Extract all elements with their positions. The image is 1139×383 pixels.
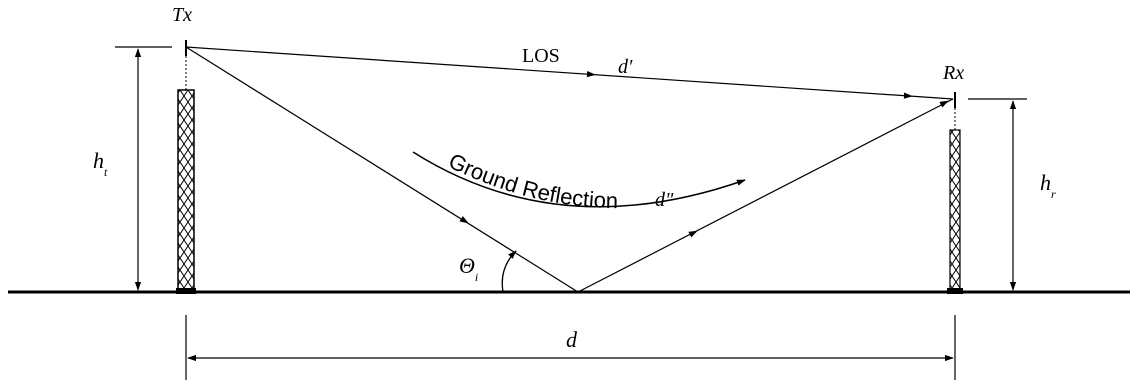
hr-subscript: r (1051, 187, 1056, 201)
hr-label: hr (1040, 170, 1056, 201)
d-label: d (566, 327, 578, 352)
theta-label: Θi (459, 253, 478, 284)
tx-label: Tx (172, 4, 192, 26)
d-prime-label: d′ (618, 56, 633, 78)
ht-label: ht (93, 148, 108, 179)
ground-reflection-curve-arrow (412, 151, 746, 208)
ht-dimension (115, 46, 172, 291)
ground-reflection-textpath: Ground Reflection (445, 148, 618, 213)
d-dimension (185, 315, 956, 380)
d-double-prime-label: d" (655, 189, 674, 211)
tx-tower (176, 40, 196, 294)
ht-subscript: t (104, 165, 108, 179)
incidence-angle-arc (501, 250, 517, 293)
hr-dimension (968, 98, 1027, 291)
theta-main: Θ (459, 253, 475, 278)
ht-main: h (93, 148, 104, 173)
rx-label: Rx (942, 62, 964, 84)
theta-subscript: i (475, 270, 478, 284)
hr-main: h (1040, 170, 1051, 195)
los-ray (185, 46, 954, 100)
rx-tower (947, 92, 963, 294)
ground-reflection-curved-label: Ground Reflection (445, 148, 618, 213)
los-label: LOS (522, 45, 560, 67)
reflected-ray (185, 46, 954, 293)
